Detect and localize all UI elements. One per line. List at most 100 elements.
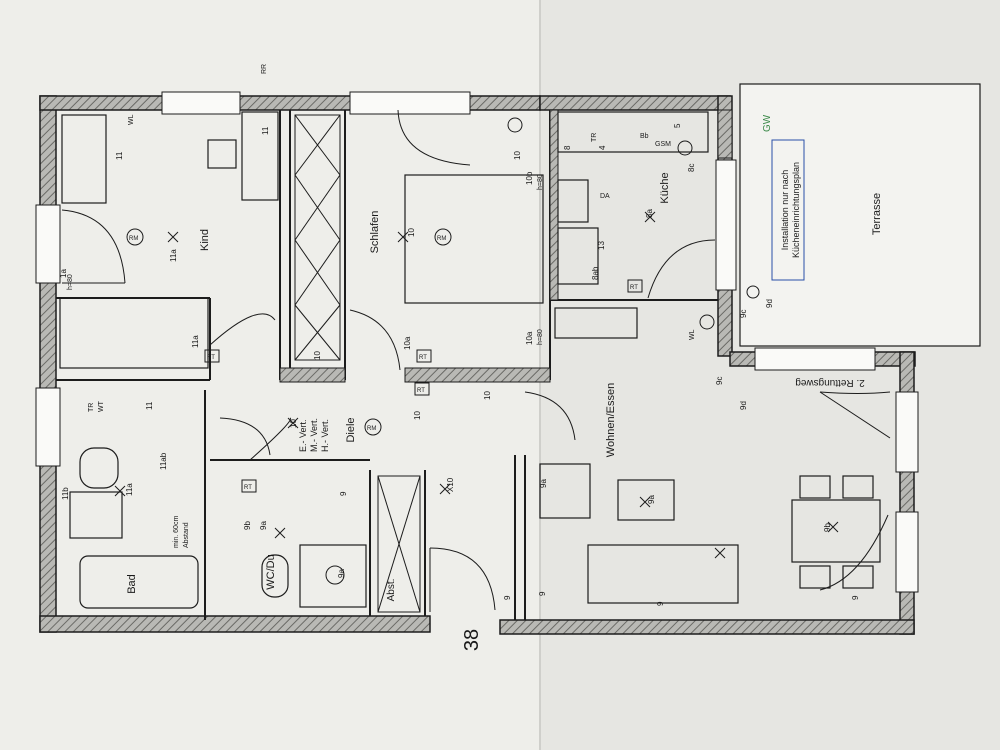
kitchen-note-line2: Kücheneinrichtungsplan bbox=[791, 162, 801, 258]
kitchen-stove bbox=[557, 179, 589, 223]
bad-tub bbox=[79, 555, 199, 609]
wardrobe bbox=[294, 114, 341, 361]
abstell-cabinet bbox=[377, 475, 421, 613]
svg-text:10: 10 bbox=[513, 151, 522, 160]
svg-text:X10: X10 bbox=[446, 477, 455, 492]
kitchen-note-line1: Installation nur nach bbox=[780, 170, 790, 251]
room-wohnen: Wohnen/Essen bbox=[605, 383, 617, 457]
svg-text:4: 4 bbox=[598, 145, 607, 150]
svg-text:RM: RM bbox=[129, 236, 138, 242]
svg-text:11a: 11a bbox=[169, 249, 178, 262]
armchair bbox=[539, 463, 591, 519]
svg-text:WT: WT bbox=[98, 400, 105, 412]
svg-text:8c: 8c bbox=[687, 164, 696, 172]
svg-text:11a: 11a bbox=[125, 483, 134, 496]
svg-text:10: 10 bbox=[413, 411, 422, 420]
kitchen-counter bbox=[557, 111, 709, 153]
svg-text:11: 11 bbox=[115, 151, 124, 160]
kind-bed bbox=[59, 297, 209, 369]
kitchen-sink bbox=[557, 227, 599, 285]
symbol-labels: RM RM RM RT RT RT RT RT WL WL TR WT TR B… bbox=[67, 114, 696, 491]
page-number: 38 bbox=[461, 629, 483, 651]
room-schlafen: Schlafen bbox=[369, 211, 381, 254]
rt-box-diele bbox=[414, 382, 430, 396]
svg-text:WL: WL bbox=[689, 329, 696, 340]
room-terrasse: Terrasse bbox=[871, 193, 883, 235]
svg-text:h=80: h=80 bbox=[67, 274, 74, 290]
notlauf-2: Abstand bbox=[183, 522, 190, 548]
kind-box bbox=[207, 139, 237, 169]
room-kueche: Küche bbox=[659, 172, 671, 203]
svg-text:WL: WL bbox=[128, 114, 135, 125]
svg-text:1a: 1a bbox=[59, 269, 68, 278]
sideboard bbox=[554, 307, 638, 339]
svg-text:8a: 8a bbox=[645, 209, 654, 218]
room-kind: Kind bbox=[199, 229, 211, 251]
verteiler-e: E.- Vert. bbox=[298, 419, 308, 452]
circuit-numbers: 11a 11 11 1a 11a 10a 10a 10 10b 10 10 10… bbox=[59, 123, 860, 606]
room-wc: WC/Du bbox=[265, 554, 277, 589]
verteiler-h: H.- Vert. bbox=[320, 419, 330, 452]
svg-text:11a: 11a bbox=[191, 335, 200, 348]
room-labels: Kind Schlafen Küche Terrasse Wohnen/Esse… bbox=[126, 172, 883, 601]
wc-toilet bbox=[261, 554, 289, 598]
rr-label: RR bbox=[261, 64, 268, 74]
svg-text:9b: 9b bbox=[243, 521, 252, 530]
svg-text:RT: RT bbox=[630, 285, 638, 291]
svg-text:10b: 10b bbox=[525, 171, 534, 185]
rettungsweg-note: 2. Rettungsweg bbox=[795, 377, 865, 388]
svg-text:9: 9 bbox=[339, 491, 348, 496]
svg-text:9: 9 bbox=[851, 595, 860, 600]
chair-2 bbox=[842, 475, 874, 499]
windows bbox=[35, 91, 919, 593]
furniture bbox=[59, 83, 981, 609]
wc-shower bbox=[299, 544, 367, 608]
svg-text:DA: DA bbox=[600, 193, 610, 200]
svg-text:RT: RT bbox=[244, 485, 252, 491]
chair-3 bbox=[799, 565, 831, 589]
rt-box-schlafen bbox=[416, 349, 432, 363]
svg-text:10: 10 bbox=[313, 351, 322, 360]
coffee-table bbox=[617, 479, 675, 521]
svg-text:RT: RT bbox=[419, 355, 427, 361]
svg-text:9b: 9b bbox=[823, 523, 832, 532]
interior-wall-fill bbox=[279, 109, 733, 383]
svg-text:10: 10 bbox=[483, 391, 492, 400]
svg-text:11: 11 bbox=[261, 126, 270, 135]
svg-text:GSM: GSM bbox=[655, 141, 671, 148]
svg-text:5: 5 bbox=[673, 123, 682, 128]
smoke-detector-kind bbox=[126, 228, 144, 246]
chair-4 bbox=[842, 565, 874, 589]
svg-text:9d: 9d bbox=[739, 401, 748, 410]
room-diele: Diele bbox=[345, 417, 357, 442]
kind-shelf bbox=[241, 111, 279, 201]
sofa bbox=[587, 544, 739, 604]
svg-text:RM: RM bbox=[367, 426, 376, 432]
door-swings bbox=[61, 109, 891, 612]
svg-text:h=80: h=80 bbox=[537, 329, 544, 345]
svg-text:9d: 9d bbox=[765, 299, 774, 308]
svg-text:RM: RM bbox=[437, 236, 446, 242]
rt-box-wc bbox=[241, 479, 257, 493]
svg-text:11b: 11b bbox=[61, 487, 70, 500]
smoke-detector-diele bbox=[364, 418, 382, 436]
kitchen-note-box bbox=[771, 139, 805, 281]
svg-text:11: 11 bbox=[145, 401, 154, 410]
svg-text:RT: RT bbox=[417, 388, 425, 394]
bad-sink bbox=[79, 447, 119, 489]
room-bad: Bad bbox=[126, 574, 138, 594]
svg-text:TR: TR bbox=[88, 403, 95, 412]
svg-text:10: 10 bbox=[289, 419, 298, 428]
svg-text:9a: 9a bbox=[539, 479, 548, 488]
svg-text:10a: 10a bbox=[403, 336, 412, 350]
svg-text:9: 9 bbox=[503, 595, 512, 600]
svg-text:9: 9 bbox=[538, 591, 547, 596]
gw-label: GW bbox=[762, 114, 773, 132]
svg-text:9c: 9c bbox=[739, 310, 748, 318]
svg-text:13: 13 bbox=[597, 241, 606, 250]
kind-desk bbox=[61, 114, 107, 204]
svg-text:10: 10 bbox=[407, 228, 416, 237]
svg-text:9a: 9a bbox=[337, 569, 346, 578]
svg-text:11ab: 11ab bbox=[159, 452, 168, 470]
